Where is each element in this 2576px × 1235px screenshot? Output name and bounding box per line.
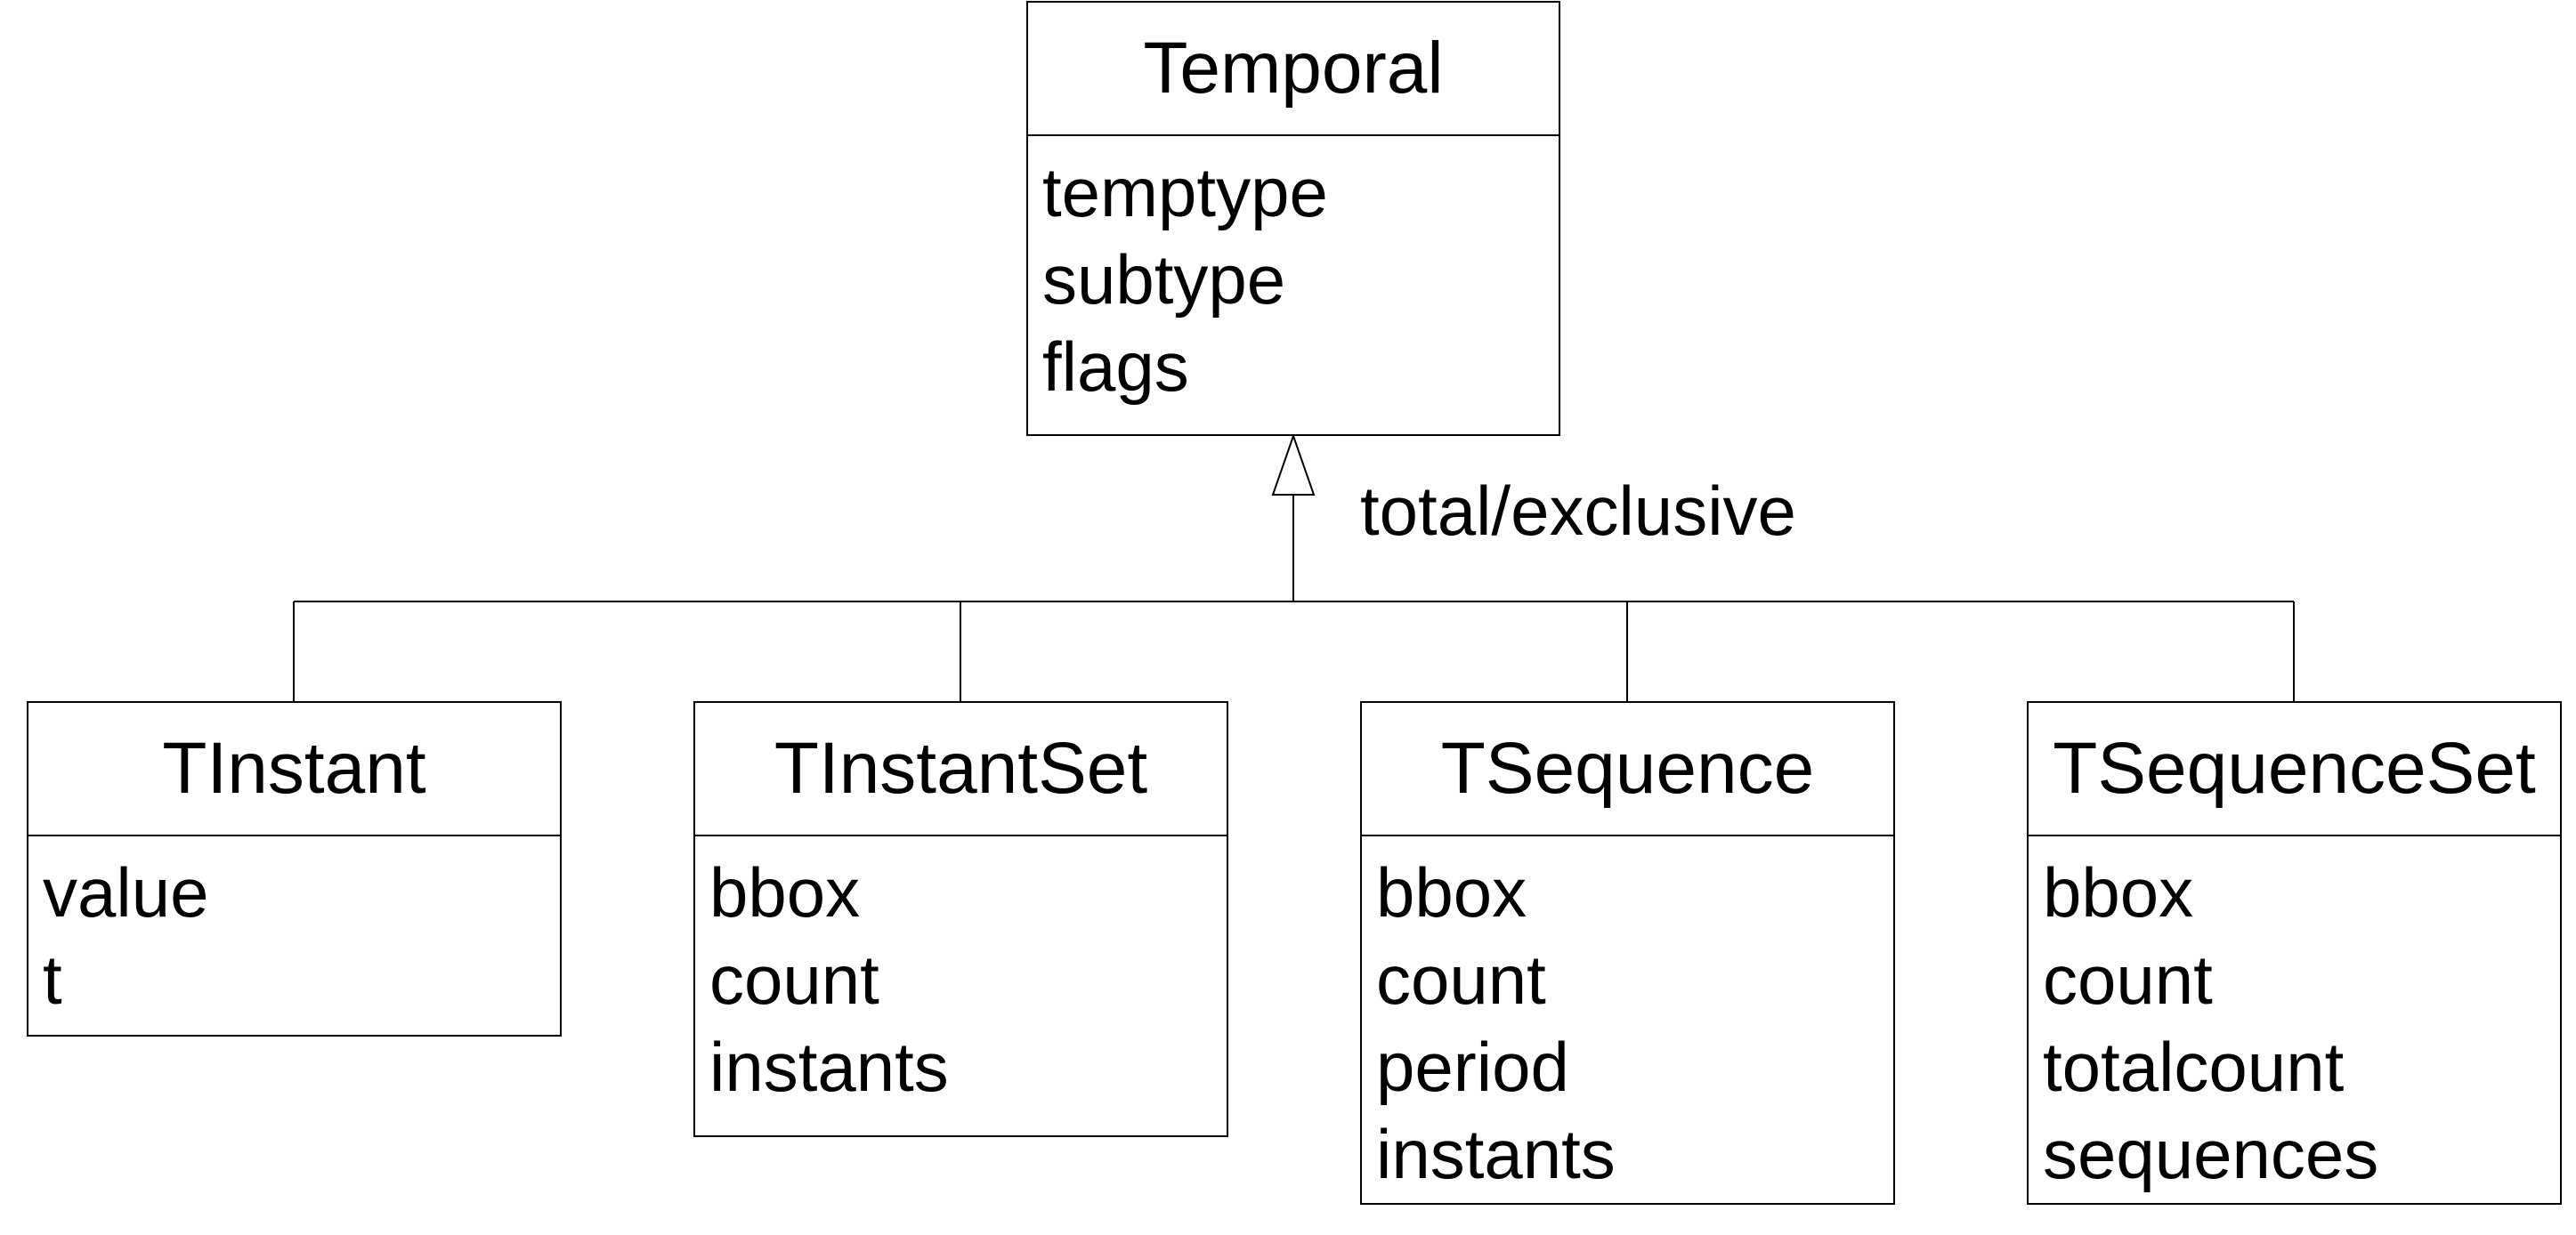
attribute: subtype [1042, 240, 1286, 319]
class-tinstant[interactable]: TInstant value t [27, 701, 562, 1037]
attribute: count [1376, 940, 1546, 1019]
attribute: period [1376, 1028, 1569, 1106]
attribute: count [2043, 940, 2213, 1019]
attribute: instants [709, 1028, 949, 1106]
generalization-arrowhead [1271, 432, 1316, 496]
class-temporal[interactable]: Temporal temptype subtype flags [1026, 1, 1560, 436]
attribute: value [43, 853, 209, 932]
attribute: count [709, 940, 879, 1019]
attribute-list-temporal: temptype subtype flags [1028, 136, 1559, 410]
attribute: bbox [709, 853, 861, 932]
class-name-tinstantset: TInstantSet [695, 703, 1227, 836]
generalization-constraint-label: total/exclusive [1360, 472, 1796, 550]
attribute: temptype [1042, 153, 1328, 231]
attribute: flags [1042, 327, 1189, 406]
attribute-list-tinstant: value t [28, 836, 560, 1023]
class-tsequenceset[interactable]: TSequenceSet bbox count totalcount seque… [2027, 701, 2562, 1205]
class-name-tsequence: TSequence [1362, 703, 1893, 836]
attribute: bbox [2043, 853, 2194, 932]
attribute: bbox [1376, 853, 1527, 932]
class-name-temporal: Temporal [1028, 3, 1559, 136]
attribute: t [43, 940, 62, 1019]
attribute: totalcount [2043, 1028, 2345, 1106]
class-tsequence[interactable]: TSequence bbox count period instants [1360, 701, 1895, 1205]
class-name-tinstant: TInstant [28, 703, 560, 836]
attribute: sequences [2043, 1115, 2379, 1193]
attribute: instants [1376, 1115, 1616, 1193]
class-tinstantset[interactable]: TInstantSet bbox count instants [693, 701, 1228, 1137]
class-name-tsequenceset: TSequenceSet [2029, 703, 2560, 836]
attribute-list-tsequence: bbox count period instants [1362, 836, 1893, 1198]
attribute-list-tinstantset: bbox count instants [695, 836, 1227, 1110]
attribute-list-tsequenceset: bbox count totalcount sequences [2029, 836, 2560, 1198]
